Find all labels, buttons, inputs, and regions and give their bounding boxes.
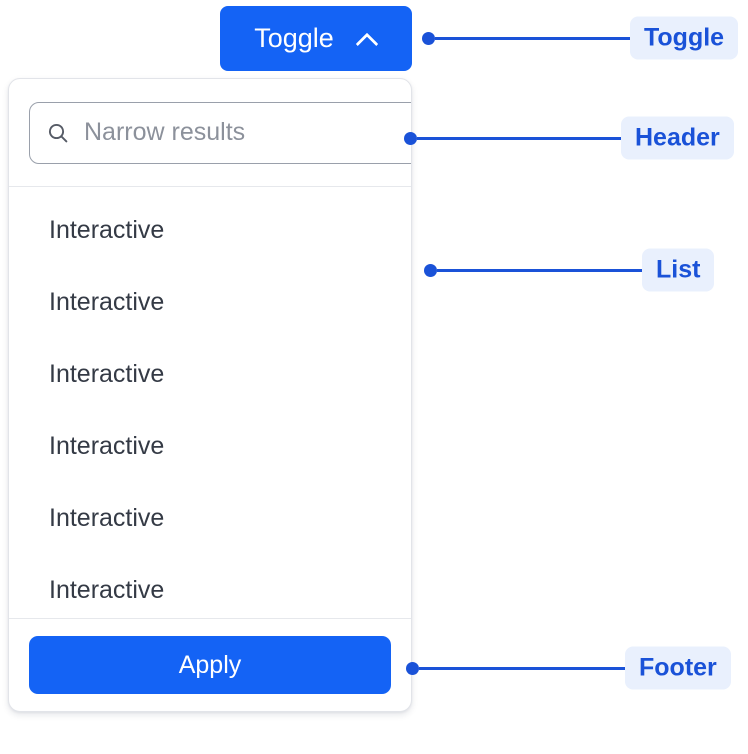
toggle-button-label: Toggle bbox=[254, 23, 334, 53]
list-item[interactable]: Interactive bbox=[9, 482, 411, 554]
apply-button[interactable]: Apply bbox=[29, 636, 391, 694]
search-input[interactable] bbox=[84, 118, 406, 147]
list-item-label: Interactive bbox=[49, 503, 165, 532]
annotation-dot bbox=[422, 31, 435, 45]
list-item-label: Interactive bbox=[49, 287, 165, 316]
annotation-label-footer: Footer bbox=[625, 646, 731, 690]
annotation-label-toggle: Toggle bbox=[630, 16, 739, 60]
list-item-label: Interactive bbox=[49, 215, 165, 244]
chevron-up-icon bbox=[356, 32, 378, 46]
list-item[interactable]: Interactive bbox=[9, 266, 411, 338]
annotation-label-header: Header bbox=[621, 116, 734, 160]
list-item-label: Interactive bbox=[49, 431, 165, 460]
list-item[interactable]: Interactive bbox=[9, 194, 411, 266]
panel-footer: Apply bbox=[9, 619, 411, 711]
list-item-label: Interactive bbox=[49, 575, 165, 604]
annotation-label-list: List bbox=[642, 248, 715, 292]
annotation-dot bbox=[406, 661, 419, 675]
annotation-line bbox=[437, 268, 643, 272]
list-item[interactable]: Interactive bbox=[9, 554, 411, 618]
panel-list: Interactive Interactive Interactive Inte… bbox=[9, 187, 411, 619]
search-box[interactable] bbox=[29, 101, 411, 164]
list-item[interactable]: Interactive bbox=[9, 410, 411, 482]
annotation-dot bbox=[424, 263, 437, 277]
list-item-label: Interactive bbox=[49, 359, 165, 388]
panel-header bbox=[9, 79, 411, 187]
annotation-line bbox=[435, 36, 631, 40]
list-item[interactable]: Interactive bbox=[9, 338, 411, 410]
dropdown-panel: Interactive Interactive Interactive Inte… bbox=[8, 78, 412, 712]
search-icon bbox=[48, 123, 68, 142]
annotation-line bbox=[419, 666, 626, 670]
annotation-line bbox=[417, 136, 622, 140]
annotation-dot bbox=[404, 131, 417, 145]
toggle-button[interactable]: Toggle bbox=[220, 6, 412, 71]
